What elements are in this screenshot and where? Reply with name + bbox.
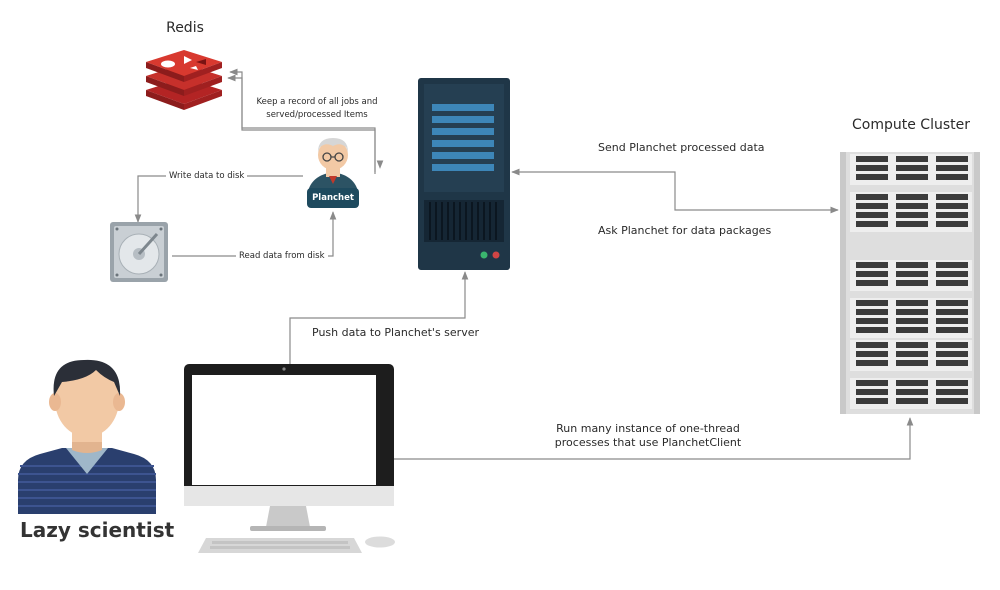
keep-record-line2: served/processed Items <box>266 110 368 120</box>
keep-record-label: Keep a record of all jobs and served/pro… <box>252 96 382 122</box>
compute-cluster-rack-icon <box>840 152 980 414</box>
lazy-scientist-label: Lazy scientist <box>20 518 175 542</box>
arrow-push-server <box>289 271 469 364</box>
hard-disk-icon <box>110 222 168 282</box>
redis-logo-icon <box>146 50 222 110</box>
read-disk-label: Read data from disk <box>236 251 328 261</box>
push-data-label: Push data to Planchet's server <box>312 326 479 339</box>
desktop-computer-icon <box>184 364 395 553</box>
arrow-server-planchet <box>378 158 418 172</box>
ask-packages-label: Ask Planchet for data packages <box>598 224 772 237</box>
arrow-write-disk <box>134 175 303 223</box>
redis-label: Redis <box>166 20 204 36</box>
connectors <box>134 74 914 460</box>
arrow-keep-record <box>229 68 376 172</box>
arrow-server-to-cluster <box>672 171 839 214</box>
arrow-read-disk <box>172 211 337 257</box>
planchet-label: Planchet <box>312 193 354 203</box>
planchet-avatar-icon <box>307 138 359 208</box>
run-many-line2: processes that use PlanchetClient <box>554 436 742 449</box>
arrow-run-cluster <box>394 417 914 460</box>
run-many-line1: Run many instance of one-thread <box>556 422 740 435</box>
write-disk-label: Write data to disk <box>166 171 248 181</box>
run-many-label: Run many instance of one-thread processe… <box>548 422 748 450</box>
send-processed-label: Send Planchet processed data <box>598 141 765 154</box>
keep-record-line1: Keep a record of all jobs and <box>256 97 378 107</box>
lazy-scientist-avatar-icon <box>18 359 156 514</box>
arrow-redis-to-planchet <box>376 160 384 169</box>
planchet-server-icon <box>418 78 510 270</box>
compute-cluster-label: Compute Cluster <box>852 117 970 133</box>
